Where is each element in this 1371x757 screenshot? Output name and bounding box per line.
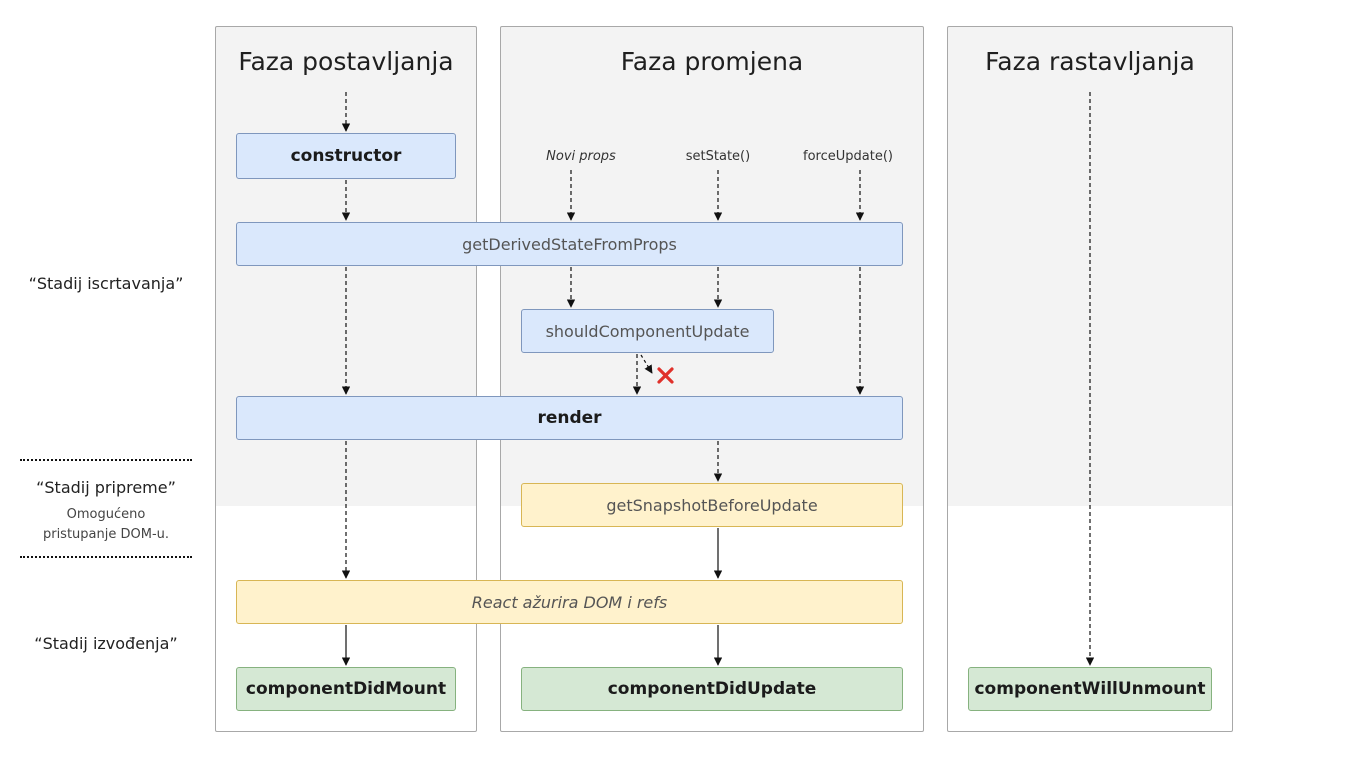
pre-commit-note-line1: Omogućeno [66,507,146,522]
render-stage-label: “Stadij iscrtavanja” [28,274,184,293]
trigger-set-state: setState() [685,149,751,164]
update-phase-title: Faza promjena [620,47,804,76]
get-derived-state-from-props-box: getDerivedStateFromProps [236,222,903,266]
unmount-phase-title: Faza rastavljanja [985,47,1195,76]
react-updates-dom-box: React ažurira DOM i refs [236,580,903,624]
red-x-icon [657,367,674,384]
constructor-box: constructor [236,133,456,179]
stage-separator-bottom [20,556,192,558]
component-will-unmount-box: componentWillUnmount [968,667,1212,711]
pre-commit-note-line2: pristupanje DOM-u. [42,527,170,542]
trigger-new-props: Novi props [546,149,616,164]
trigger-force-update: forceUpdate() [803,149,893,164]
arrow-scu-to-cancel [640,354,653,374]
component-did-update-box: componentDidUpdate [521,667,903,711]
commit-stage-label: “Stadij izvođenja” [34,634,178,653]
pre-commit-stage-label: “Stadij pripreme” [36,478,176,497]
stage-separator-top [20,459,192,461]
should-component-update-box: shouldComponentUpdate [521,309,774,353]
get-snapshot-before-update-box: getSnapshotBeforeUpdate [521,483,903,527]
render-box: render [236,396,903,440]
component-did-mount-box: componentDidMount [236,667,456,711]
mount-phase-title: Faza postavljanja [238,47,454,76]
